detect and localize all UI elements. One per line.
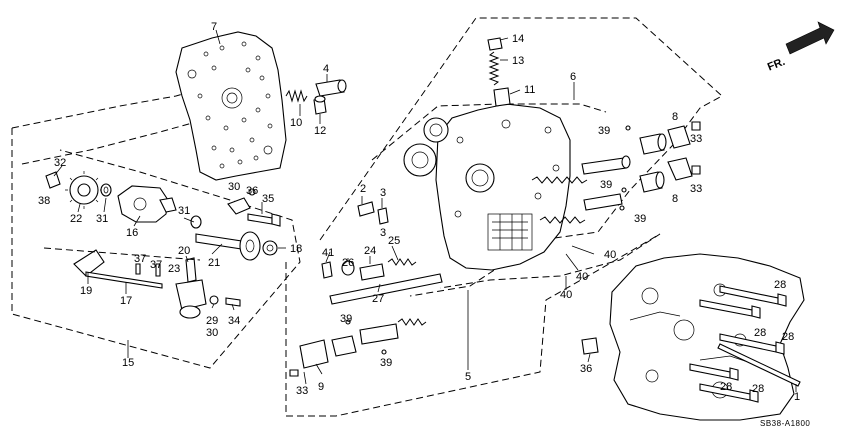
callout-7: 7 — [211, 21, 217, 33]
callout-21: 21 — [208, 257, 220, 269]
callout-23: 23 — [168, 263, 180, 275]
callout-27: 27 — [372, 293, 384, 305]
callout-32: 32 — [54, 157, 66, 169]
outline-plate-link — [21, 117, 211, 165]
callout-33-b: 33 — [690, 183, 702, 195]
callout-39-b: 39 — [600, 179, 612, 191]
callout-28-a: 28 — [774, 279, 786, 291]
callout-39-e: 39 — [380, 357, 392, 369]
callout-14: 14 — [512, 33, 524, 45]
callout-28-d: 28 — [720, 381, 732, 393]
callout-31-a: 31 — [96, 213, 108, 225]
callout-34: 34 — [228, 315, 240, 327]
left-group-parts — [43, 171, 281, 319]
callout-8-second: 8 — [672, 193, 678, 205]
transmission-case — [581, 253, 805, 421]
callout-24: 24 — [364, 245, 376, 257]
callout-4: 4 — [323, 63, 329, 75]
callout-40-b: 40 — [576, 271, 588, 283]
drawing-code: SB38-A1800 — [760, 419, 810, 428]
parts-4-10-12 — [285, 79, 347, 115]
callout-15: 15 — [122, 357, 134, 369]
callout-12: 12 — [314, 125, 326, 137]
callout-33-a: 33 — [690, 133, 702, 145]
callout-39-d: 39 — [340, 313, 352, 325]
callout-36-a: 36 — [246, 185, 258, 197]
callout-16: 16 — [126, 227, 138, 239]
callout-25: 25 — [388, 235, 400, 247]
fr-arrow-icon — [785, 21, 835, 55]
lower-valves — [289, 201, 443, 377]
callout-37-b: 37 — [150, 259, 162, 271]
callout-31-b: 31 — [178, 205, 190, 217]
callout-26: 26 — [342, 257, 354, 269]
callout-39-a: 39 — [598, 125, 610, 137]
callout-41: 41 — [322, 247, 334, 259]
leader-lines — [53, 29, 797, 392]
callout-3-second: 3 — [380, 227, 386, 239]
callout-30-a: 30 — [228, 181, 240, 193]
separator-plate — [175, 31, 287, 181]
callout-1: 1 — [794, 391, 800, 403]
callout-29: 29 — [206, 315, 218, 327]
callouts: 1 2 3 3 4 5 6 7 8 8 9 10 11 12 13 14 15 … — [38, 21, 800, 403]
callout-9: 9 — [318, 381, 324, 393]
callout-37-a: 37 — [134, 253, 146, 265]
callout-11: 11 — [524, 84, 535, 96]
callout-38: 38 — [38, 195, 50, 207]
callout-17: 17 — [120, 295, 132, 307]
callout-2: 2 — [360, 183, 366, 195]
callout-28-c: 28 — [782, 331, 794, 343]
callout-5: 5 — [465, 371, 471, 383]
outline-group-15 — [11, 128, 301, 369]
callout-36-b: 36 — [580, 363, 592, 375]
group-outlines — [11, 17, 723, 417]
callout-40-c: 40 — [560, 289, 572, 301]
callout-35: 35 — [262, 193, 274, 205]
callout-18: 18 — [290, 243, 302, 255]
callout-30-b: 30 — [206, 327, 218, 339]
direction-label: FR. — [766, 56, 787, 74]
front-direction-arrow: FR. — [766, 21, 835, 74]
callout-28-b: 28 — [754, 327, 766, 339]
callout-19: 19 — [80, 285, 92, 297]
right-valves — [531, 121, 701, 224]
callout-3: 3 — [380, 187, 386, 199]
callout-10: 10 — [290, 117, 302, 129]
callout-39-c: 39 — [634, 213, 646, 225]
callout-33-c: 33 — [296, 385, 308, 397]
callout-13: 13 — [512, 55, 524, 67]
callout-28-e: 28 — [752, 383, 764, 395]
callout-8: 8 — [672, 111, 678, 123]
callout-20: 20 — [178, 245, 190, 257]
callout-6: 6 — [570, 71, 576, 83]
callout-22: 22 — [70, 213, 82, 225]
main-valve-body — [403, 37, 571, 271]
left-axis-line — [43, 247, 201, 261]
outline-group-5 — [285, 233, 661, 417]
callout-40-a: 40 — [604, 249, 616, 261]
